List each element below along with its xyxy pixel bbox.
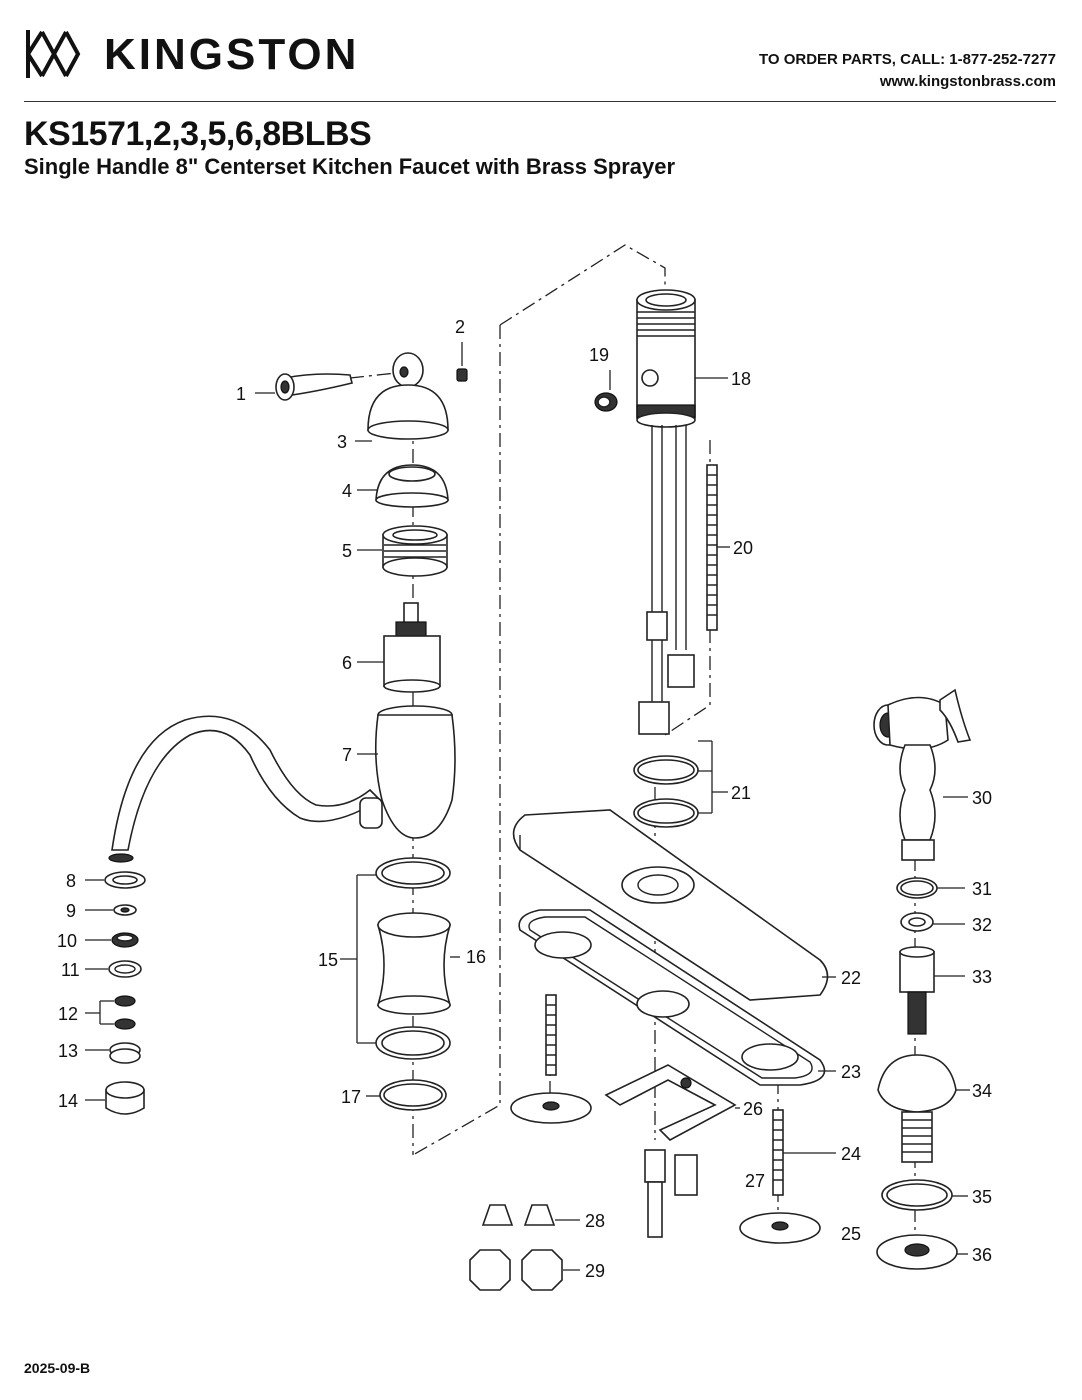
- part-label: 4: [342, 481, 352, 501]
- part-label: 18: [731, 369, 751, 389]
- part-o-ring-lower: [375, 1026, 451, 1060]
- part-sprayer-head: [873, 688, 972, 861]
- part-label: 17: [341, 1087, 361, 1107]
- part-label: 27: [745, 1171, 765, 1191]
- part-label: 20: [733, 538, 753, 558]
- part-compression-nuts: [469, 1249, 563, 1291]
- part-label: 26: [743, 1099, 763, 1119]
- part-label: 2: [455, 317, 465, 337]
- part-aerator-washer: [113, 904, 137, 916]
- part-label: 34: [972, 1081, 992, 1101]
- part-label: 6: [342, 653, 352, 673]
- part-spout-body: [108, 705, 456, 863]
- assembly-guide-line: [664, 440, 711, 736]
- part-mounting-bolt-left: [545, 994, 557, 1076]
- part-label: 33: [972, 967, 992, 987]
- part-mounting-bracket: [604, 1064, 737, 1196]
- part-cartridge: [383, 602, 441, 693]
- part-label: 29: [585, 1261, 605, 1281]
- part-o-ring-upper: [375, 857, 451, 889]
- part-bonnet-nut: [382, 525, 448, 577]
- part-aerator-housing: [109, 1042, 141, 1064]
- part-aerator-insert: [111, 932, 139, 948]
- part-sprayer-hose-connector: [899, 946, 935, 1035]
- part-label: 24: [841, 1144, 861, 1164]
- order-phone: TO ORDER PARTS, CALL: 1-877-252-7277: [758, 51, 1056, 68]
- part-diverter-body: [636, 289, 696, 428]
- part-label: 14: [58, 1091, 78, 1111]
- part-label: 7: [342, 745, 352, 765]
- part-label: 13: [58, 1041, 78, 1061]
- part-aerator-ring: [108, 960, 142, 978]
- part-label: 32: [972, 915, 992, 935]
- order-website[interactable]: www.kingstonbrass.com: [879, 73, 1056, 90]
- part-label: 23: [841, 1062, 861, 1082]
- part-mounting-bolt-right: [772, 1109, 784, 1196]
- part-deck-plate: [512, 809, 829, 1001]
- part-label: 16: [466, 947, 486, 967]
- part-o-rings-pair: [633, 755, 699, 828]
- part-label: 30: [972, 788, 992, 808]
- part-set-screw: [456, 368, 468, 382]
- part-check-valve: [594, 392, 618, 412]
- part-label: 25: [841, 1224, 861, 1244]
- part-deck-gasket: [518, 909, 826, 1086]
- part-label: 28: [585, 1211, 605, 1231]
- assembly-guide-line: [412, 325, 501, 1156]
- part-ferrules: [481, 1204, 556, 1226]
- model-number: KS1571,2,3,5,6,8BLBS: [24, 115, 372, 153]
- part-label: 35: [972, 1187, 992, 1207]
- header-divider: [24, 101, 1056, 102]
- part-handle-lever: [275, 373, 353, 401]
- part-label: 10: [57, 931, 77, 951]
- part-handle-cap: [367, 352, 449, 440]
- part-label: 1: [236, 384, 246, 404]
- part-label: 36: [972, 1245, 992, 1265]
- part-mounting-rod: [706, 464, 718, 631]
- part-sprayer-gasket: [881, 1179, 953, 1211]
- product-description: Single Handle 8" Centerset Kitchen Fauce…: [24, 154, 676, 179]
- part-label: 31: [972, 879, 992, 899]
- part-supply-tubes: [638, 425, 695, 735]
- part-mounting-plate-left: [510, 1092, 592, 1124]
- part-o-ring-base: [379, 1079, 447, 1111]
- part-supply-hose: [644, 1149, 666, 1238]
- part-label: 3: [337, 432, 347, 452]
- part-sprayer-base: [877, 1054, 957, 1163]
- part-sprayer-mount-nut: [876, 1234, 958, 1270]
- order-info: TO ORDER PARTS, CALL: 1-877-252-7277 www…: [759, 49, 1056, 93]
- part-aerator-cap: [105, 1081, 145, 1115]
- part-mounting-plate-right: [739, 1212, 821, 1244]
- part-label: 12: [58, 1004, 78, 1024]
- part-label: 11: [61, 960, 80, 980]
- kingston-logo-icon: [26, 30, 81, 78]
- part-aerator-screens: [114, 995, 136, 1030]
- part-label: 9: [66, 901, 76, 921]
- part-dome-cover: [375, 464, 449, 508]
- part-sprayer-washer: [900, 912, 934, 932]
- part-label: 8: [66, 871, 76, 891]
- document-code: 2025-09-B: [24, 1360, 91, 1376]
- part-spout-sleeve: [376, 912, 452, 1015]
- part-label: 5: [342, 541, 352, 561]
- part-label: 19: [589, 345, 609, 365]
- part-aerator-gasket: [104, 871, 146, 889]
- part-sprayer-o-ring: [896, 877, 938, 899]
- part-label: 15: [318, 950, 338, 970]
- brand-name: KINGSTON: [104, 30, 360, 79]
- assembly-guide-line: [499, 244, 666, 326]
- part-label: 21: [731, 783, 751, 803]
- part-label: 22: [841, 968, 861, 988]
- leader-lines: [85, 342, 970, 1271]
